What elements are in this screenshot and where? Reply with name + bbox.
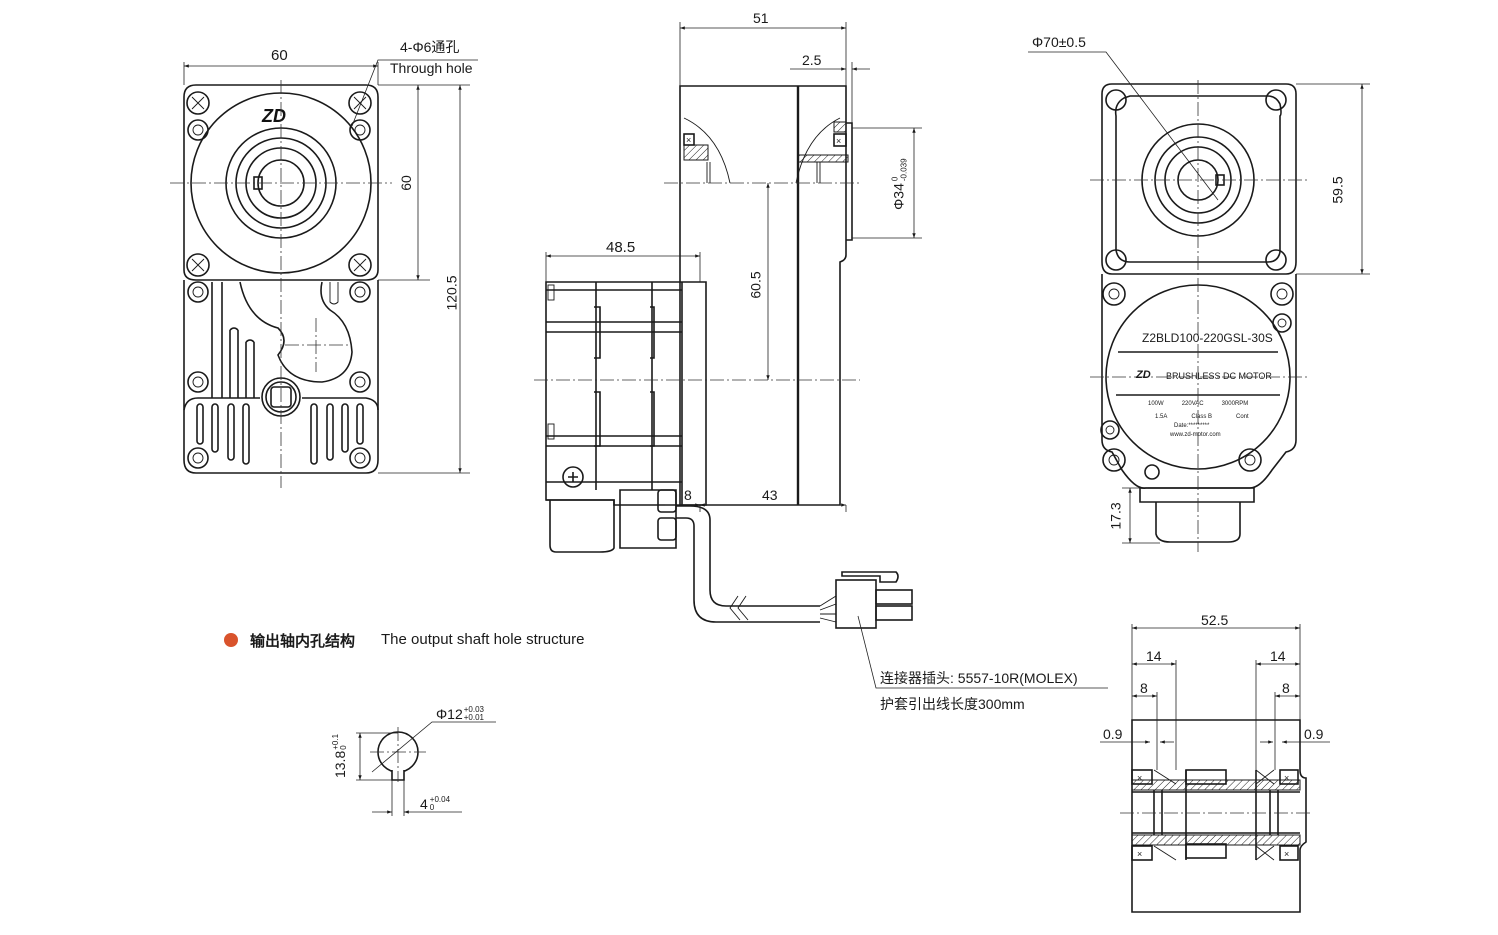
- shaft-section-view: × × × ×: [1100, 624, 1330, 913]
- connector-label: 连接器插头: 5557-10R(MOLEX): [880, 670, 1078, 686]
- front-logo: ZD: [261, 106, 286, 126]
- section-bullet-icon: [224, 633, 238, 647]
- dim-bore: Φ12+0.03+0.01: [436, 705, 484, 723]
- section-title-en: The output shaft hole structure: [381, 631, 585, 648]
- dim-left-8: 8: [1140, 680, 1148, 696]
- dim-front-width: 60: [271, 47, 288, 64]
- spec-insulation-class: Class B: [1191, 414, 1213, 420]
- svg-text:×: ×: [1284, 849, 1289, 859]
- spec-voltage: 220VAC: [1181, 401, 1204, 407]
- dim-left-0-9: 0.9: [1103, 726, 1123, 742]
- nameplate-model: Z2BLD100-220GSL-30S: [1142, 331, 1273, 345]
- shaft-hole-detail: [356, 721, 496, 816]
- dim-side-top-length: 51: [753, 10, 769, 26]
- nameplate-title: BRUSHLESS DC MOTOR: [1166, 371, 1272, 381]
- hole-callout-en: Through hole: [390, 60, 473, 76]
- hole-callout-cn: 4-Φ6通孔: [400, 39, 460, 55]
- svg-text:×: ×: [1137, 849, 1142, 859]
- cable: [676, 505, 820, 623]
- svg-text:×: ×: [1284, 773, 1289, 783]
- dim-box-depth: 17.3: [1107, 502, 1124, 530]
- rear-view: [1028, 51, 1370, 552]
- svg-text:×: ×: [686, 135, 691, 145]
- cable-length-label: 护套引出线长度300mm: [880, 696, 1025, 712]
- dim-left-14: 14: [1146, 648, 1162, 664]
- spec-duty: Cont: [1236, 414, 1249, 420]
- front-cooling-slots: [196, 403, 364, 465]
- dim-flange-step: 2.5: [802, 52, 822, 68]
- spec-current: 1.5A: [1155, 414, 1168, 420]
- spec-power: 100W: [1148, 401, 1164, 407]
- gearbox-outline: [679, 85, 847, 506]
- front-screws: [187, 119, 371, 141]
- svg-text:×: ×: [1137, 773, 1142, 783]
- section-title-cn: 输出轴内孔结构: [250, 633, 356, 650]
- nameplate-website: www.zd-motor.com: [1170, 432, 1221, 438]
- side-screw: [562, 466, 584, 488]
- nameplate-date: Date:*********: [1174, 423, 1210, 429]
- molex-connector: [819, 571, 913, 629]
- dim-front-total-height: 120.5: [443, 275, 460, 311]
- nameplate-specs-row1: 100W 220VAC 3000RPM: [1148, 401, 1248, 407]
- rear-screws: [1100, 282, 1294, 480]
- dim-shaft-total: 52.5: [1201, 612, 1229, 628]
- dim-right-8: 8: [1282, 680, 1290, 696]
- rear-flange-outline: [1101, 83, 1297, 275]
- svg-text:×: ×: [836, 136, 841, 146]
- dim-center-height: 60.5: [747, 271, 764, 299]
- dim-motor-length: 48.5: [606, 239, 636, 256]
- dim-rear-height: 59.5: [1329, 176, 1346, 204]
- dim-gearbox-length: 43: [762, 487, 778, 503]
- nameplate-logo: ZD: [1136, 369, 1151, 381]
- nameplate-specs-row2: 1.5A Class B Cont: [1155, 414, 1249, 420]
- dim-flange-diameter: Φ70±0.5: [1032, 34, 1086, 50]
- front-view: ZD: [170, 59, 478, 488]
- front-screws-lower: [187, 281, 371, 469]
- dim-right-14: 14: [1270, 648, 1286, 664]
- dim-offset: 8: [684, 487, 692, 503]
- side-view: ××: [534, 22, 1108, 689]
- dim-right-0-9: 0.9: [1304, 726, 1324, 742]
- rear-mounting-holes: [1105, 89, 1287, 271]
- front-flange-outline: [183, 84, 379, 281]
- spec-speed: 3000RPM: [1221, 401, 1249, 407]
- front-mounting-holes: [186, 91, 372, 277]
- dim-front-flange-height: 60: [397, 175, 414, 191]
